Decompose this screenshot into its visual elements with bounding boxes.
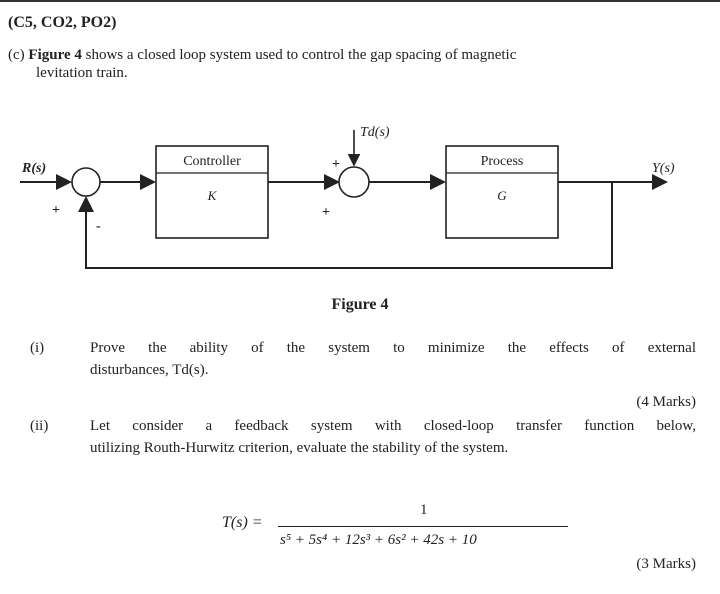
question-2-marks: (3 Marks) xyxy=(636,556,696,572)
summing-junction-2 xyxy=(338,166,370,198)
figure-caption: Figure 4 xyxy=(331,296,389,313)
figure-reference: Figure 4 xyxy=(28,47,82,63)
question-1-marks: (4 Marks) xyxy=(636,394,696,410)
question-2-number: (ii) xyxy=(30,418,49,434)
fraction-bar xyxy=(278,526,568,527)
equation-numerator: 1 xyxy=(420,502,428,518)
part-c-text: (c) Figure 4 shows a closed loop system … xyxy=(8,46,708,82)
question-1-line-2: disturbances, Td(s). xyxy=(90,362,209,378)
question-2-line-1: Let consider a feedback system with clos… xyxy=(90,418,696,434)
process-title: Process xyxy=(481,154,524,169)
question-1-number: (i) xyxy=(30,340,45,356)
part-c-sentence-2: levitation train. xyxy=(36,65,128,81)
question-2-line-2: utilizing Routh-Hurwitz criterion, evalu… xyxy=(90,440,509,456)
sign-feedback-minus: - xyxy=(96,219,101,234)
equation-lhs: T(s) = xyxy=(222,514,263,531)
feedback-path xyxy=(78,182,613,269)
sign-control-plus: + xyxy=(322,205,330,220)
controller-block xyxy=(155,145,269,239)
sign-input-plus: + xyxy=(52,203,60,218)
summing-junction-1 xyxy=(71,167,101,197)
controller-title: Controller xyxy=(183,154,241,169)
process-block xyxy=(445,145,559,239)
disturbance-label: Td(s) xyxy=(360,125,390,140)
sign-disturbance-plus: + xyxy=(332,157,340,172)
question-header: (C5, CO2, PO2) xyxy=(8,14,117,31)
input-label: R(s) xyxy=(21,161,46,176)
top-border xyxy=(0,0,720,2)
equation-denominator: s⁵ + 5s⁴ + 12s³ + 6s² + 42s + 10 xyxy=(280,532,477,548)
output-label: Y(s) xyxy=(652,161,675,176)
part-c-sentence-1: shows a closed loop system used to contr… xyxy=(81,47,517,63)
block-diagram: R(s) Y(s) Td(s) Controller K Process G +… xyxy=(20,125,675,269)
part-c-label: (c) xyxy=(8,47,25,63)
process-gain: G xyxy=(497,188,507,203)
question-1-line-1: Prove the ability of the system to minim… xyxy=(90,340,696,356)
controller-gain: K xyxy=(207,188,218,203)
